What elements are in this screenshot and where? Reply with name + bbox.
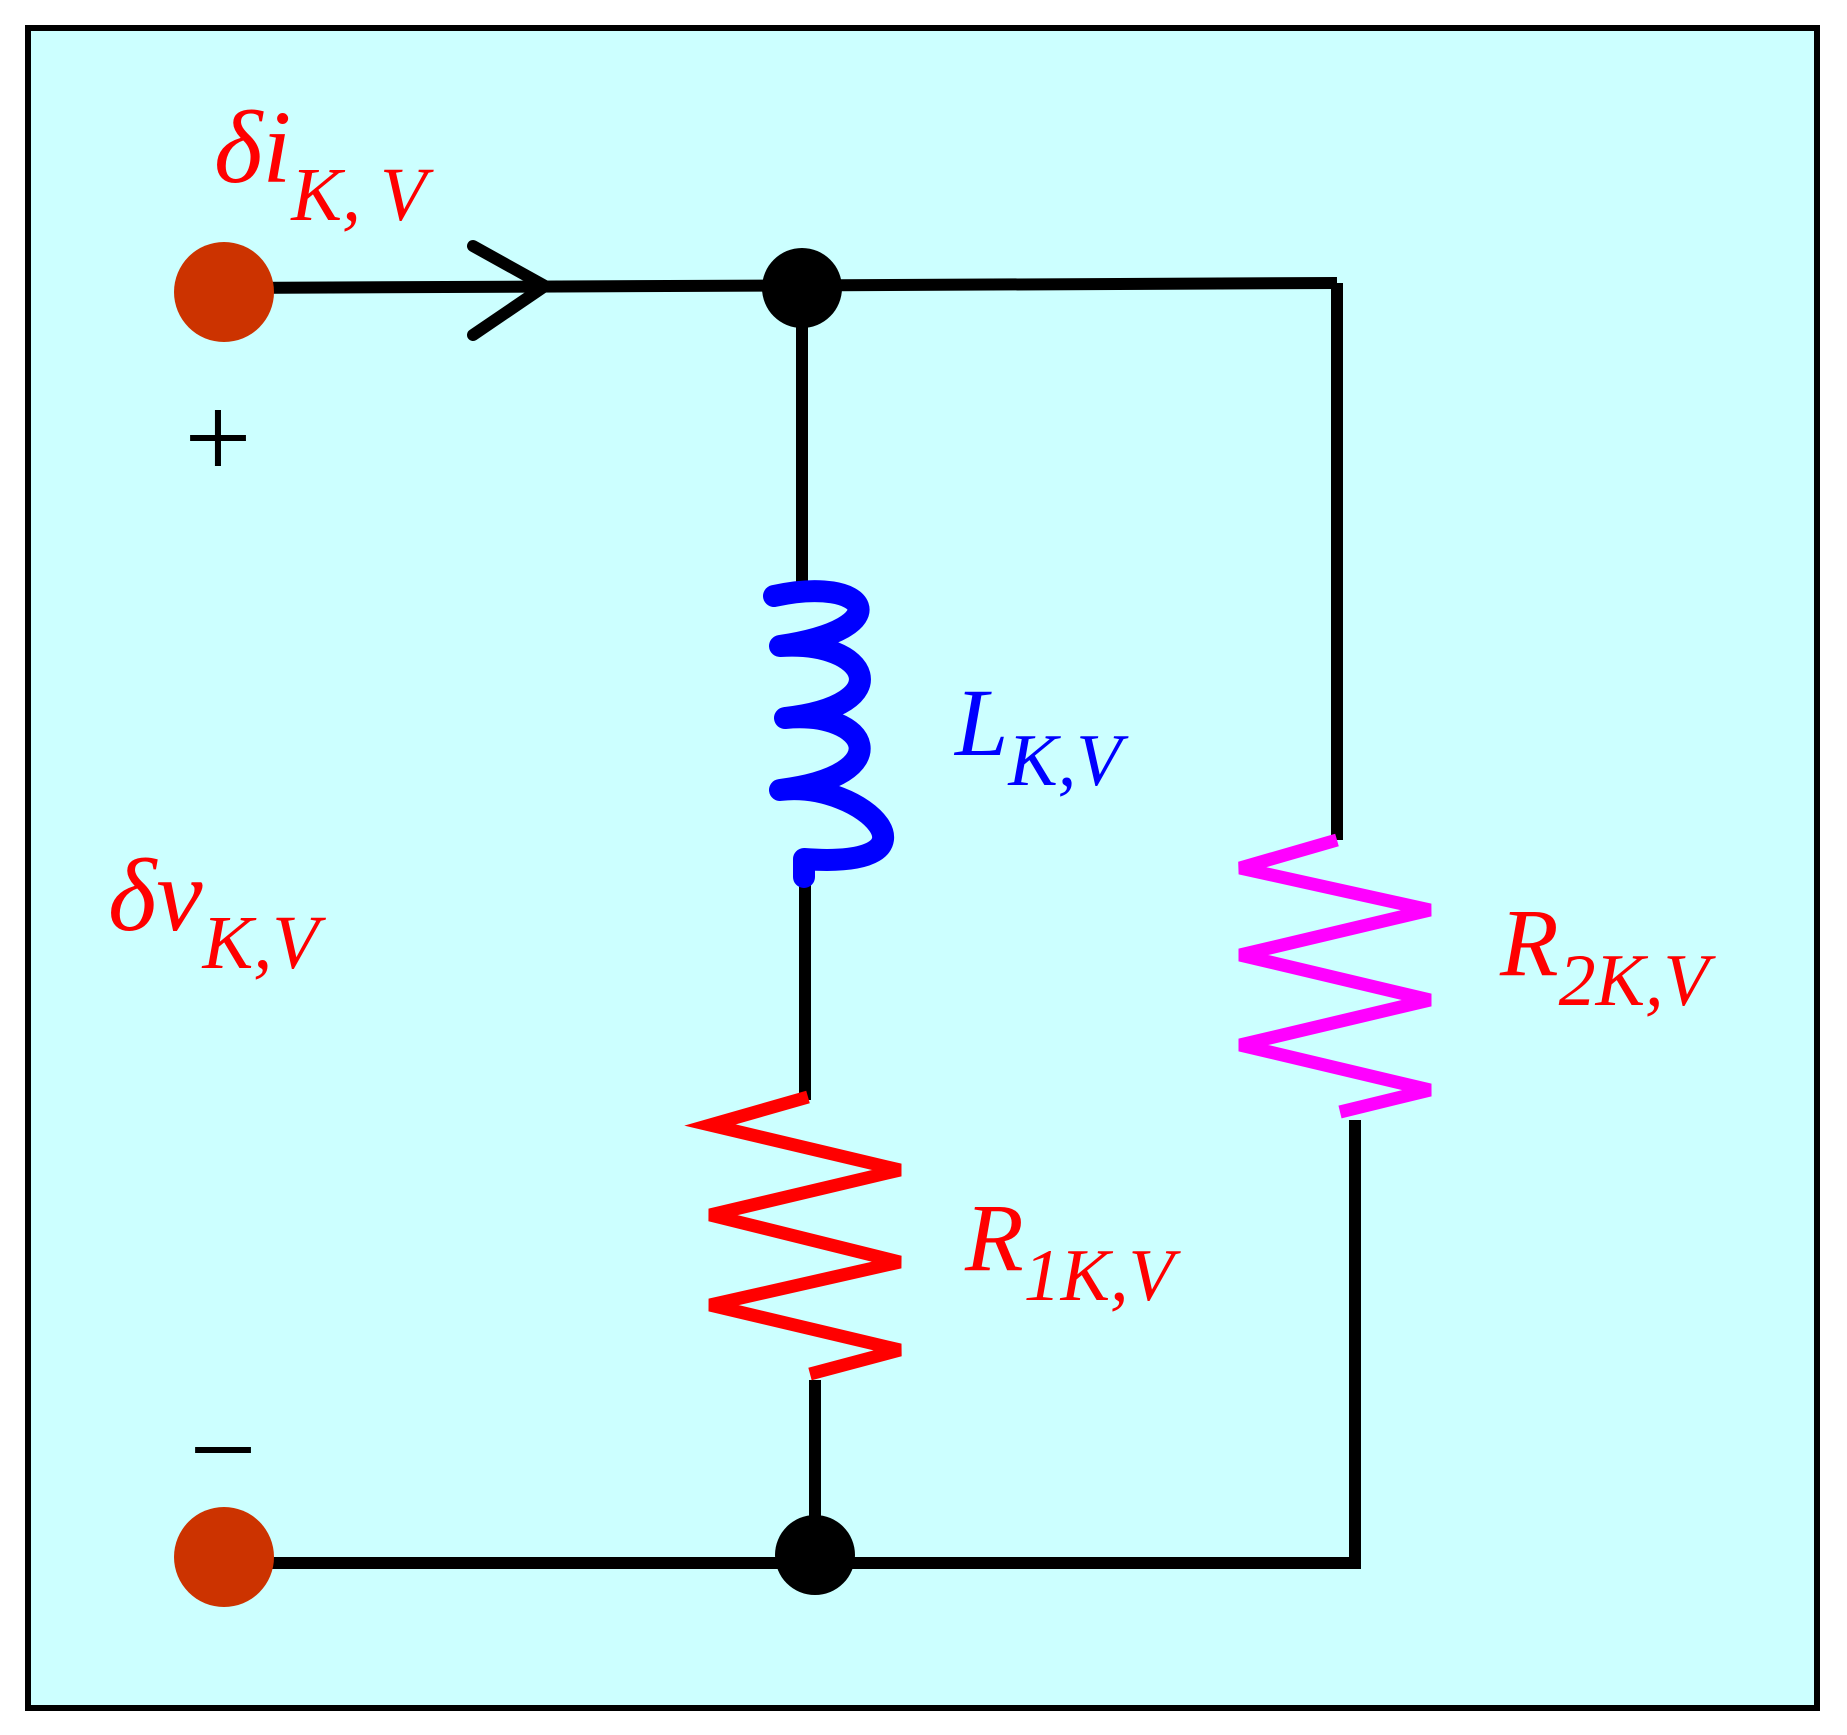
inductor-label: LK,V — [953, 669, 1129, 802]
plus-sign: + — [184, 371, 252, 504]
r1-label-main: R — [964, 1184, 1024, 1291]
positive-terminal — [174, 242, 274, 342]
r2-label-sub: 2K,V — [1559, 940, 1717, 1022]
bottom-junction-node — [775, 1515, 855, 1595]
inductor-label-main: L — [953, 669, 1008, 776]
voltage-label-main: δv — [108, 838, 203, 953]
inductor-coil-icon — [763, 580, 894, 888]
voltage-label-sub: K,V — [202, 901, 327, 985]
resistor-r1-icon — [684, 1090, 902, 1381]
current-label-sub: K, V — [290, 153, 434, 237]
current-label: δiK, V — [214, 90, 434, 237]
top-junction-node — [762, 248, 842, 328]
minus-sign: − — [189, 1383, 257, 1516]
voltage-label: δvK,V — [108, 838, 326, 985]
r1-label: R1K,V — [964, 1184, 1181, 1317]
inductor-label-sub: K,V — [1007, 720, 1129, 802]
negative-terminal — [174, 1507, 274, 1607]
current-arrow-icon — [467, 240, 557, 341]
resistor-r2-icon — [1238, 833, 1432, 1119]
r1-label-sub: 1K,V — [1024, 1235, 1182, 1317]
diagram-panel — [25, 25, 1820, 1711]
r2-label-main: R — [1499, 889, 1559, 996]
current-label-main: δi — [214, 90, 291, 205]
r2-label: R2K,V — [1499, 889, 1716, 1022]
